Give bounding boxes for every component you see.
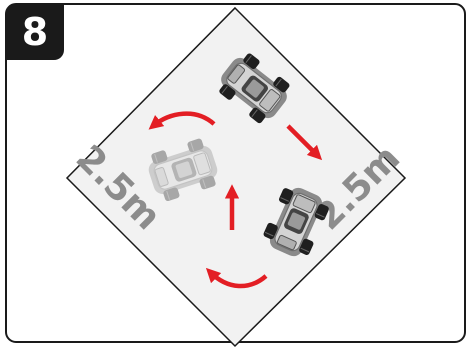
- step-number-badge: 8: [6, 4, 64, 60]
- step-number: 8: [22, 13, 48, 51]
